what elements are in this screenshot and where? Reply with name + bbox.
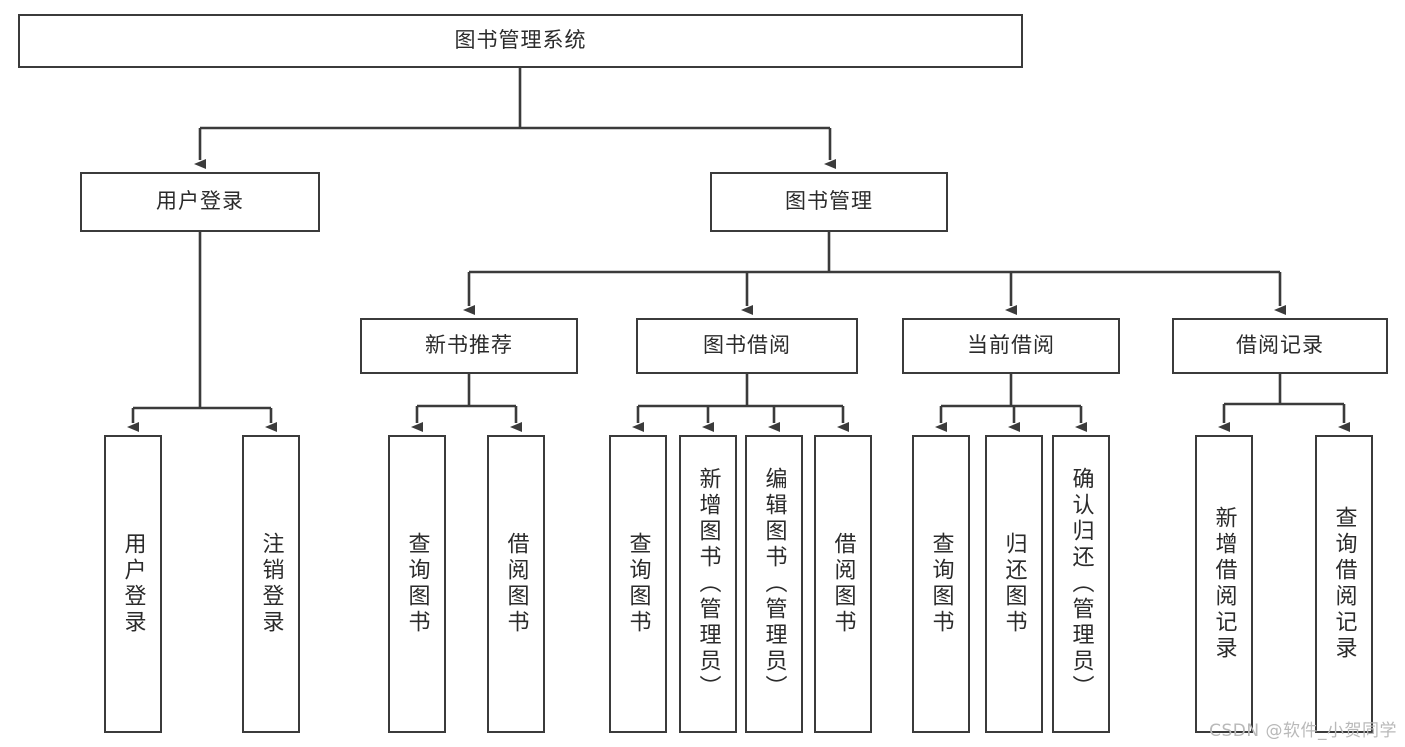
leaf-query-book-recommend[interactable]: 查询图书: [388, 435, 446, 733]
node-book-borrow[interactable]: 图书借阅: [636, 318, 858, 374]
leaf-label: 归还图书: [1001, 532, 1027, 636]
leaf-query-book-borrow[interactable]: 查询图书: [609, 435, 667, 733]
leaf-label: 注销登录: [258, 532, 284, 636]
leaf-label: 新增借阅记录: [1211, 506, 1237, 662]
edges-root: [194, 68, 836, 169]
leaf-label: 查询借阅记录: [1331, 506, 1357, 662]
leaf-query-borrow-record[interactable]: 查询借阅记录: [1315, 435, 1373, 733]
leaf-label: 借阅图书: [830, 532, 856, 636]
watermark-text: CSDN @软件_小贺同学: [1209, 721, 1397, 741]
leaf-query-book-current[interactable]: 查询图书: [912, 435, 970, 733]
edges-current-borrow: [935, 374, 1087, 432]
node-user-login[interactable]: 用户登录: [80, 172, 320, 232]
edges-borrow: [632, 374, 849, 432]
node-current-borrow[interactable]: 当前借阅: [902, 318, 1120, 374]
node-new-book-recommend[interactable]: 新书推荐: [360, 318, 578, 374]
edges-book-mgmt: [463, 232, 1286, 315]
leaf-label: 确认归还（管理员）: [1068, 467, 1094, 701]
leaf-label: 新增图书（管理员）: [695, 467, 721, 701]
leaf-borrow-book[interactable]: 借阅图书: [814, 435, 872, 733]
edges-user-login: [127, 232, 277, 432]
leaf-confirm-return-admin[interactable]: 确认归还（管理员）: [1052, 435, 1110, 733]
leaf-label: 编辑图书（管理员）: [761, 467, 787, 701]
leaf-user-login[interactable]: 用户登录: [104, 435, 162, 733]
leaf-borrow-book-recommend[interactable]: 借阅图书: [487, 435, 545, 733]
leaf-label: 查询图书: [404, 532, 430, 636]
node-root[interactable]: 图书管理系统: [18, 14, 1023, 68]
leaf-label: 查询图书: [625, 532, 651, 636]
node-borrow-record[interactable]: 借阅记录: [1172, 318, 1388, 374]
leaf-add-book-admin[interactable]: 新增图书（管理员）: [679, 435, 737, 733]
leaf-label: 查询图书: [928, 532, 954, 636]
edges-borrow-record: [1218, 374, 1350, 432]
leaf-logout-login[interactable]: 注销登录: [242, 435, 300, 733]
leaf-label: 用户登录: [120, 532, 146, 636]
edges-new-book: [411, 374, 522, 432]
leaf-return-book[interactable]: 归还图书: [985, 435, 1043, 733]
leaf-edit-book-admin[interactable]: 编辑图书（管理员）: [745, 435, 803, 733]
leaf-add-borrow-record[interactable]: 新增借阅记录: [1195, 435, 1253, 733]
leaf-label: 借阅图书: [503, 532, 529, 636]
node-book-management[interactable]: 图书管理: [710, 172, 948, 232]
